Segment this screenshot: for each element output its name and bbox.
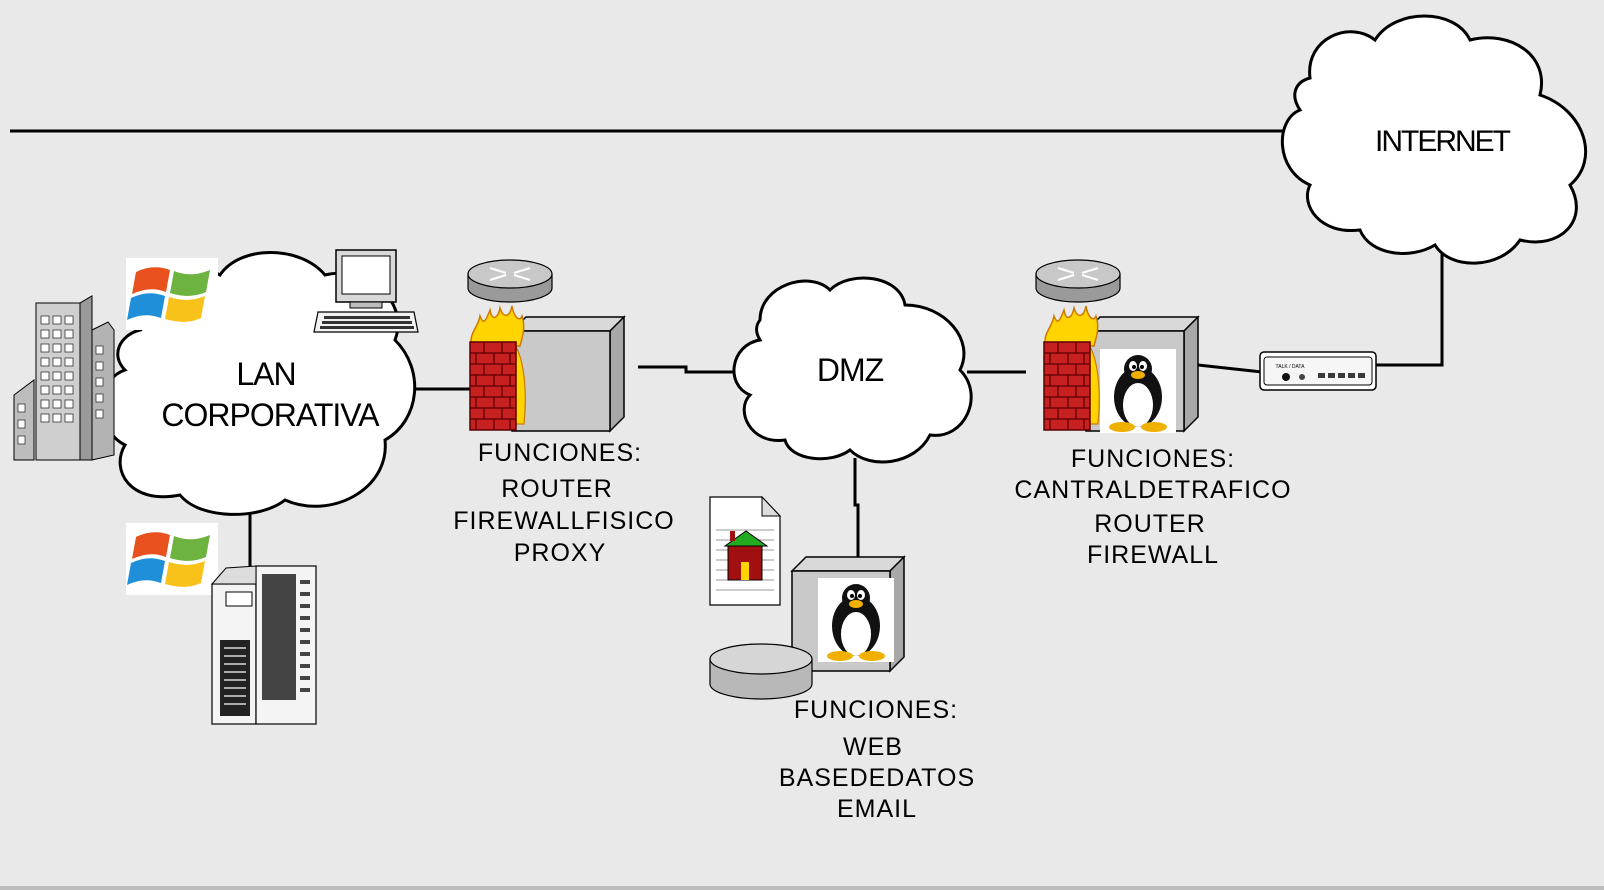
router-1-functions-title: FUNCIONES: (478, 439, 642, 467)
lan-cloud-label-line1: LAN (236, 356, 295, 392)
database-icon (709, 643, 813, 700)
router-1-function-item: ROUTER (501, 475, 613, 503)
dmz-server-function-item: BASEDEDATOS (779, 764, 975, 792)
modem-icon: TALK / DATA (1259, 351, 1377, 391)
dmz-cloud: DMZ (732, 276, 973, 464)
router-2-function-item: CANTRALDETRAFICO (1014, 476, 1291, 504)
router-2-functions-title: FUNCIONES: (1071, 445, 1235, 473)
server-tower-icon (210, 565, 317, 725)
router-icon (1034, 258, 1122, 304)
internet-cloud-shape (1280, 14, 1588, 265)
router-2-function-item: FIREWALL (1087, 541, 1219, 569)
windows-logo-icon (126, 523, 218, 595)
bottom-border (0, 886, 1604, 890)
desktop-computer-icon (313, 249, 419, 333)
linux-tux-icon (818, 578, 894, 662)
router-icon (466, 258, 554, 304)
windows-logo-icon (126, 258, 218, 330)
dmz-server-functions-title: FUNCIONES: (794, 696, 958, 724)
router-1-function-item: PROXY (514, 539, 607, 567)
dmz-server-functions: FUNCIONES: WEB BASEDEDATOS EMAIL (779, 696, 975, 823)
internet-cloud: INTERNET (1280, 14, 1588, 265)
firewall-icon (1043, 305, 1101, 431)
router-1-function-item: FIREWALLFISICO (453, 507, 674, 535)
router-1-cabinet (511, 316, 625, 432)
modem-label: TALK / DATA (1276, 364, 1306, 370)
dmz-server-function-item: WEB (843, 733, 903, 761)
dmz-cloud-label: DMZ (817, 352, 884, 388)
linux-tux-icon (1100, 349, 1176, 433)
building-icon (13, 295, 115, 461)
internet-cloud-label: INTERNET (1375, 125, 1511, 158)
dmz-cloud-shape (732, 276, 973, 464)
router-2-function-item: ROUTER (1094, 510, 1206, 538)
firewall-icon (469, 305, 527, 431)
web-document-icon (709, 495, 782, 606)
lan-cloud-label-line2: CORPORATIVA (161, 397, 380, 433)
router-2-functions: FUNCIONES: CANTRALDETRAFICO ROUTER FIREW… (1014, 445, 1291, 569)
router-1-functions: FUNCIONES: ROUTER FIREWALLFISICO PROXY (453, 439, 674, 567)
connection-lines (10, 129, 1444, 610)
dmz-server-function-item: EMAIL (837, 795, 917, 823)
